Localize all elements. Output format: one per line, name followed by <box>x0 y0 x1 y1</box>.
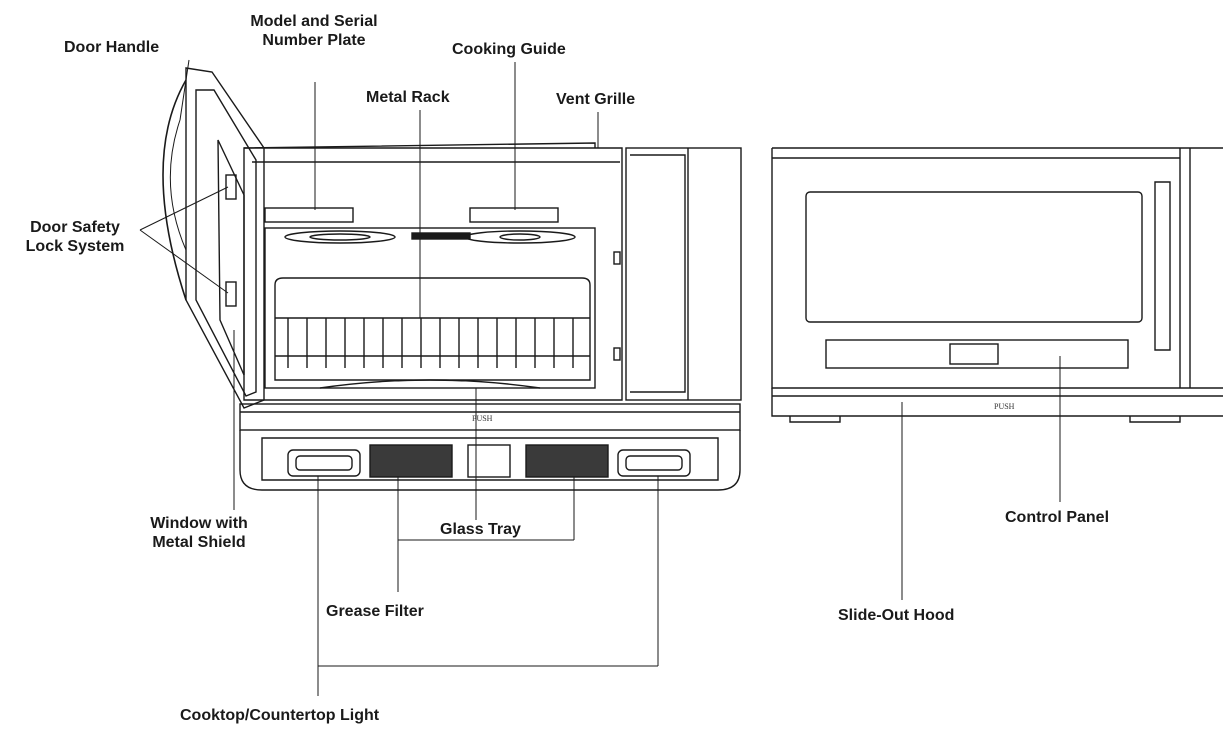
label-vent-grille: Vent Grille <box>556 91 636 108</box>
label-window-line2: Metal Shield <box>152 534 246 551</box>
door-handle-drawing <box>162 79 187 301</box>
leader-lines <box>139 59 1061 696</box>
open-microwave <box>162 67 742 491</box>
model-serial-plate <box>264 207 354 223</box>
left-grease-filter <box>369 444 453 478</box>
label-door-handle: Door Handle <box>64 39 160 56</box>
control-panel-strip <box>825 339 1129 369</box>
right-control-column <box>625 147 742 401</box>
left-light <box>287 449 361 477</box>
label-door-safety-line2: Lock System <box>25 238 125 255</box>
closed-window <box>805 191 1143 323</box>
metal-rack-drawing <box>274 277 591 389</box>
slide-out-hood-drawing <box>771 388 1223 417</box>
label-cooking-guide: Cooking Guide <box>452 41 566 58</box>
control-display <box>949 343 999 365</box>
label-control-panel: Control Panel <box>1005 509 1110 526</box>
label-window-line1: Window with <box>150 515 248 532</box>
closed-microwave <box>771 147 1223 423</box>
label-glass-tray: Glass Tray <box>440 521 521 538</box>
label-model-serial-line1: Model and Serial <box>250 13 378 30</box>
label-grease-filter: Grease Filter <box>326 603 424 620</box>
push-label-right: PUSH <box>994 402 1015 411</box>
label-model-serial-plate: Model and Serial Number Plate <box>214 12 414 50</box>
label-cooktop-countertop-light: Cooktop/Countertop Light <box>180 707 380 724</box>
open-door <box>162 67 265 409</box>
oven-cavity <box>264 227 596 389</box>
right-light <box>617 449 691 477</box>
label-door-safety-line1: Door Safety <box>30 219 120 236</box>
label-window-metal-shield: Window with Metal Shield <box>124 514 274 552</box>
right-grease-filter <box>525 444 609 478</box>
cooking-guide-plate <box>469 207 559 223</box>
push-label-left: PUSH <box>472 414 493 423</box>
underside <box>239 430 741 491</box>
closed-door-handle <box>1154 181 1171 351</box>
label-model-serial-line2: Number Plate <box>262 32 366 49</box>
label-door-safety-lock: Door Safety Lock System <box>0 218 150 256</box>
label-slide-out-hood: Slide-Out Hood <box>838 607 955 624</box>
label-metal-rack: Metal Rack <box>366 89 450 106</box>
